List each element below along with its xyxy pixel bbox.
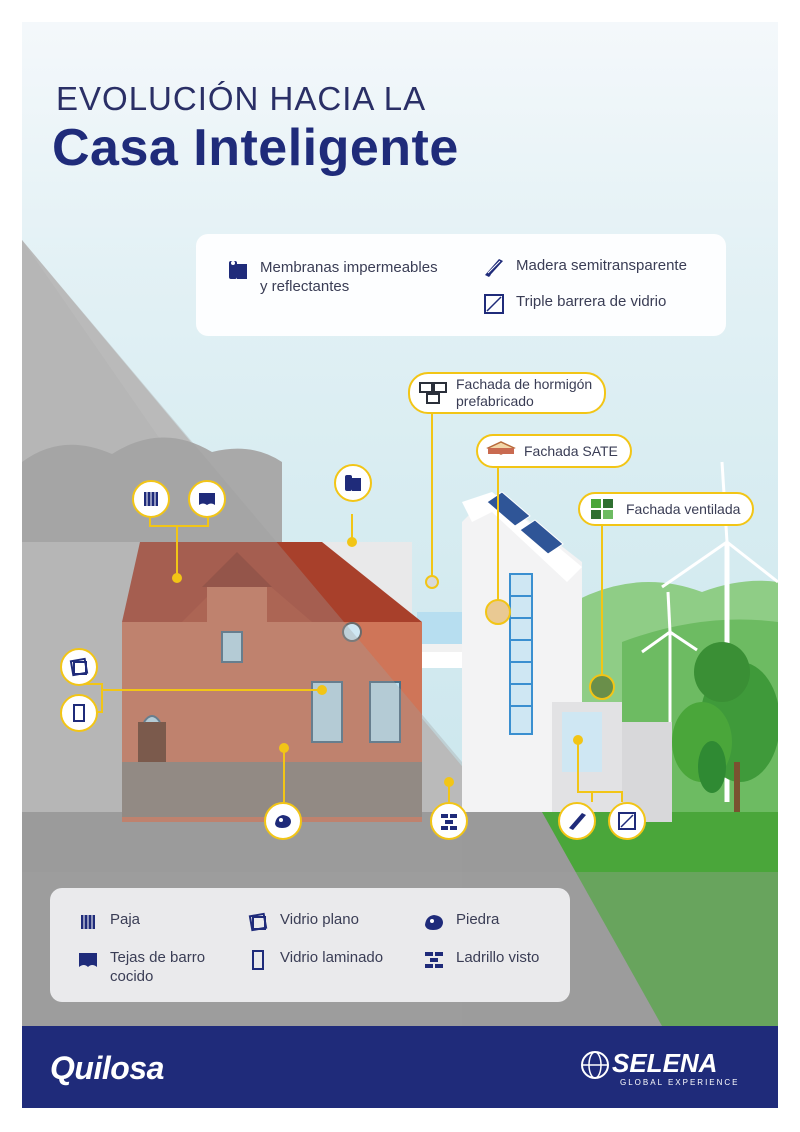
legend-label-madera: Madera semitransparente xyxy=(516,257,687,274)
legend-label-triple: Triple barrera de vidrio xyxy=(516,293,667,310)
globe-icon xyxy=(581,1051,609,1079)
legend-label-vidrio-plano: Vidrio plano xyxy=(280,911,359,928)
brick-icon xyxy=(441,814,457,830)
legend-top-card: Membranas impermeables y reflectantes Ma… xyxy=(196,234,726,336)
legend-bottom-item: Paja xyxy=(76,910,226,934)
stone-icon xyxy=(425,915,443,930)
straw-icon xyxy=(81,915,95,929)
callout-label-sate: Fachada SATE xyxy=(524,442,618,459)
callout-label-ventilated: Fachada ventilada xyxy=(626,500,741,517)
badge-straw xyxy=(132,480,170,518)
title-line-1: EVOLUCIÓN HACIA LA xyxy=(56,80,427,117)
badge-stone xyxy=(264,802,302,840)
legend-bottom-item: Vidrio plano xyxy=(246,910,406,934)
legend-bottom-item: Ladrillo visto xyxy=(422,948,562,972)
triple-glass-icon xyxy=(618,812,636,830)
legend-bottom-item: Piedra xyxy=(422,910,562,934)
legend-label-vidrio-laminado: Vidrio laminado xyxy=(280,949,384,966)
callout-label-prefab: Fachada de hormigón prefabricado xyxy=(456,376,593,409)
membrane-roll-icon xyxy=(345,475,361,491)
concrete-block-icon xyxy=(419,382,447,404)
semitransparent-wood-icon xyxy=(485,259,503,277)
sate-panel-icon xyxy=(486,441,516,455)
flat-glass-icon xyxy=(69,657,89,677)
laminated-glass-icon xyxy=(73,704,85,722)
triple-glass-icon xyxy=(484,294,504,314)
title-line-2: Casa Inteligente xyxy=(52,119,459,177)
membrane-roll-icon xyxy=(229,261,247,279)
flat-glass-icon xyxy=(248,912,268,932)
selena-logo: SELENA xyxy=(612,1048,718,1078)
selena-tagline: GLOBAL EXPERIENCE xyxy=(620,1078,740,1087)
legend-top-item: Membranas impermeables y reflectantes xyxy=(226,258,466,296)
legend-bottom-item: Vidrio laminado xyxy=(246,948,416,972)
badge-membrane xyxy=(334,464,372,502)
trees xyxy=(672,642,778,812)
badge-triple-glass xyxy=(608,802,646,840)
straw-icon xyxy=(144,492,158,506)
legend-top-item: Madera semitransparente xyxy=(482,256,722,280)
footer-bar: Quilosa SELENA GLOBAL EXPERIENCE xyxy=(22,1026,778,1108)
badge-flat-glass xyxy=(60,648,98,686)
legend-label-membranas: Membranas impermeables y reflectantes xyxy=(260,259,438,295)
legend-top-item: Triple barrera de vidrio xyxy=(482,292,722,316)
quilosa-logo: Quilosa xyxy=(50,1050,164,1086)
legend-label-paja: Paja xyxy=(110,911,141,928)
badge-brick xyxy=(430,802,468,840)
connector-dots xyxy=(172,537,615,787)
semitransparent-wood-icon xyxy=(569,813,586,830)
legend-bottom-card: Paja Vidrio plano Piedra Tejas de barro … xyxy=(50,888,570,1002)
callout-sate: Fachada SATE xyxy=(476,434,632,468)
stone-icon xyxy=(275,815,291,828)
legend-label-piedra: Piedra xyxy=(456,911,500,928)
legend-label-tejas: Tejas de barro cocido xyxy=(110,949,206,985)
badge-semitransparent-wood xyxy=(558,802,596,840)
badge-clay-tile xyxy=(188,480,226,518)
poster: EVOLUCIÓN HACIA LA Casa Inteligente Memb… xyxy=(22,22,778,1108)
legend-bottom-item: Tejas de barro cocido xyxy=(76,948,236,986)
callout-ventilated: Fachada ventilada xyxy=(578,492,755,526)
callout-prefab-concrete: Fachada de hormigón prefabricado xyxy=(408,372,607,414)
badge-laminated-glass xyxy=(60,694,98,732)
legend-label-ladrillo: Ladrillo visto xyxy=(456,949,540,966)
clay-tile-icon xyxy=(199,493,215,505)
laminated-glass-icon xyxy=(252,950,264,970)
ventilated-facade-icon xyxy=(591,499,613,519)
clay-tile-icon xyxy=(79,953,97,967)
brick-icon xyxy=(425,952,443,968)
